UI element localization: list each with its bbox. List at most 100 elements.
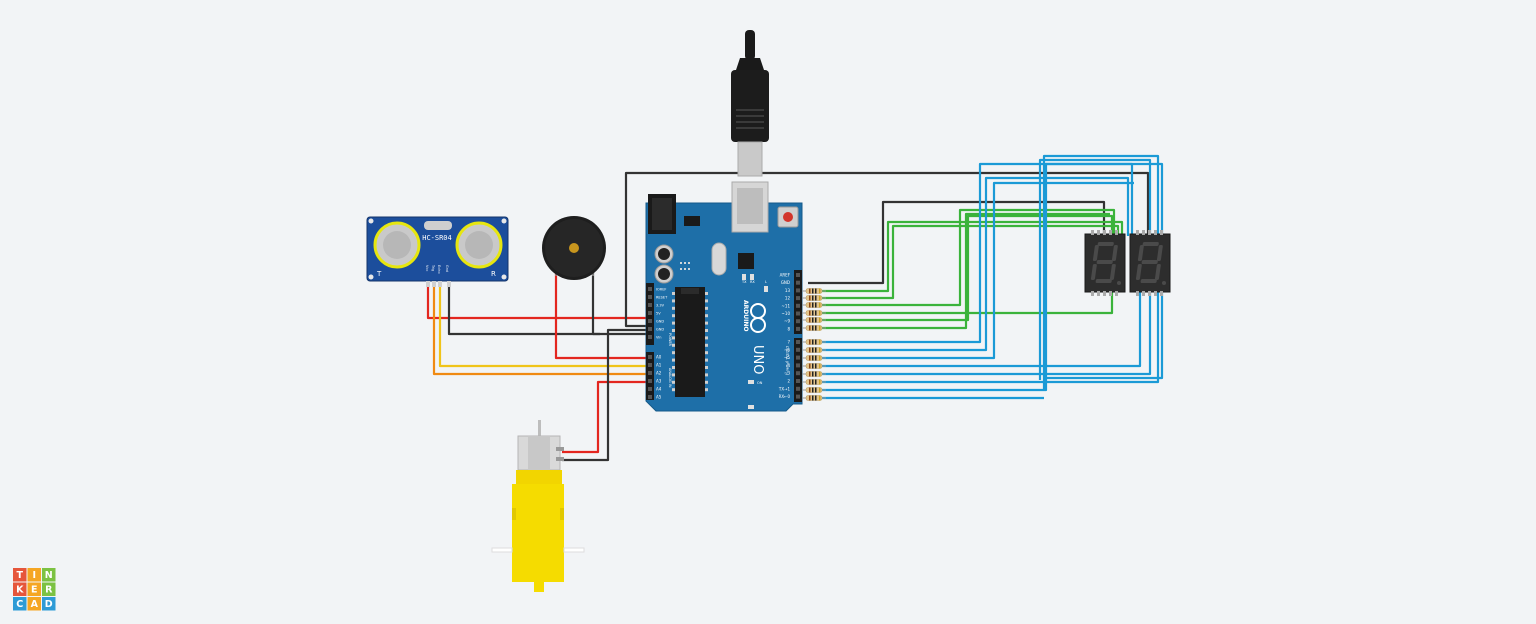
- wire-blue-5[interactable]: [822, 158, 1152, 380]
- power-header-title: POWER: [668, 333, 672, 347]
- logo-tile: [13, 582, 27, 596]
- logo-tile: [42, 568, 56, 582]
- logo-letter: N: [45, 570, 53, 581]
- power-pin-label: GND: [656, 328, 664, 332]
- power-pin-label: IOREF: [656, 288, 666, 292]
- sensor-pin-label: Trig: [431, 264, 435, 271]
- analog-pin-label: A2: [656, 371, 662, 376]
- wire-blue-1[interactable]: [822, 162, 1134, 344]
- wire-blue-2[interactable]: [822, 176, 1130, 352]
- analog-header-title: ANALOG IN: [668, 368, 672, 388]
- logo-letter: C: [16, 599, 23, 610]
- logo-letter: R: [45, 585, 53, 596]
- arduino-brand-label: ARDUINO: [742, 300, 749, 331]
- resistor[interactable]: [802, 339, 826, 345]
- resistor[interactable]: [802, 355, 826, 361]
- usb-cable[interactable]: [731, 30, 769, 177]
- logo-letter: A: [31, 599, 39, 610]
- wire-blue-7[interactable]: [822, 162, 1164, 392]
- logo-letter: E: [31, 585, 38, 596]
- sensor-model-label: HC-SR04: [422, 234, 452, 242]
- resistor[interactable]: [802, 387, 826, 393]
- wire-sensor-gnd[interactable]: [447, 282, 647, 336]
- wire-top-gnd[interactable]: [624, 171, 1150, 328]
- dc-gear-motor[interactable]: [491, 420, 585, 592]
- digital-pin-label: RX←0: [779, 394, 791, 399]
- digital-pin-label: 7: [787, 340, 790, 345]
- sensor-pin-label: Gnd: [445, 265, 449, 272]
- digital-pin-label: 4: [787, 363, 790, 368]
- resistor-array: [802, 288, 826, 401]
- analog-pin-label: A0: [656, 355, 662, 360]
- resistor[interactable]: [802, 363, 826, 369]
- analog-pin-label: A5: [656, 395, 662, 400]
- resistor[interactable]: [802, 295, 826, 301]
- resistor[interactable]: [802, 371, 826, 377]
- analog-header: [646, 352, 654, 400]
- logo-letter: T: [17, 570, 24, 581]
- digital-pin-label: ~5: [784, 355, 790, 360]
- logo-letter: I: [32, 570, 36, 581]
- wire-sensor-trig[interactable]: [432, 282, 647, 376]
- arduino-model-label: UNO: [750, 345, 765, 374]
- led-rx-label: RX: [750, 280, 755, 284]
- wire-green-1[interactable]: [822, 220, 1124, 293]
- wire-buzzer-pos[interactable]: [554, 272, 647, 360]
- wire-green-5[interactable]: [822, 212, 1110, 330]
- digital-pin-label: 13: [785, 288, 791, 293]
- analog-pin-label: A4: [656, 387, 662, 392]
- sensor-receiver: [455, 221, 503, 269]
- wire-green-3[interactable]: [822, 208, 1116, 307]
- digital-pin-label: GND: [781, 280, 790, 285]
- wires: [426, 154, 1164, 462]
- digital-pin-label: AREF: [780, 273, 791, 278]
- power-pin-label: 5V: [656, 312, 661, 316]
- resistor[interactable]: [802, 395, 826, 401]
- led-on-label: ON: [757, 381, 763, 385]
- logo-tile: [27, 597, 41, 611]
- digital-pin-label: 2: [787, 379, 790, 384]
- power-pin-label: 3.3V: [656, 304, 665, 308]
- wire-motor-pos[interactable]: [562, 380, 647, 454]
- resistor[interactable]: [802, 288, 826, 294]
- digital-header-title: DIGITAL (PWM~): [785, 346, 789, 376]
- digital-pin-label: ~10: [782, 311, 791, 316]
- wire-motor-neg[interactable]: [562, 328, 647, 462]
- digital-pin-label: ~6: [784, 347, 790, 352]
- digital-pin-label: TX→1: [778, 386, 791, 391]
- wire-blue-3[interactable]: [822, 181, 1134, 360]
- power-pin-label: Vin: [656, 336, 662, 340]
- digital-pin-label: 8: [787, 326, 790, 331]
- digital-pin-label: ~11: [782, 303, 791, 308]
- wire-sensor-vcc[interactable]: [426, 282, 647, 320]
- digital-pin-label: 12: [785, 296, 791, 301]
- arduino-uno-board[interactable]: TX RX L ON ARDUINO UNO POWER IOREFRESET3…: [645, 181, 803, 412]
- analog-pin-label: A1: [656, 363, 662, 368]
- sensor-right-mark: R: [491, 270, 496, 278]
- digital-pin-label: ~3: [784, 371, 790, 376]
- wire-green-2[interactable]: [822, 224, 1120, 300]
- resistor[interactable]: [802, 317, 826, 323]
- resistor[interactable]: [802, 379, 826, 385]
- seven-segment-display-1[interactable]: [1084, 230, 1126, 296]
- logo-tile: [13, 568, 27, 582]
- wire-buzzer-neg[interactable]: [591, 272, 600, 336]
- logo-tile: [42, 597, 56, 611]
- piezo-buzzer[interactable]: [542, 216, 606, 280]
- resistor[interactable]: [802, 302, 826, 308]
- resistor[interactable]: [802, 347, 826, 353]
- wire-sensor-echo[interactable]: [438, 282, 647, 368]
- logo-letter: K: [16, 585, 24, 596]
- digital-header-bottom: [794, 338, 802, 402]
- resistor[interactable]: [802, 325, 826, 331]
- crystal: [711, 242, 727, 276]
- ultrasonic-sensor[interactable]: HC-SR04 T R Vcc Trig Echo Gnd: [366, 216, 509, 287]
- sensor-transmitter: [373, 221, 421, 269]
- logo-tile: [27, 582, 41, 596]
- resistor[interactable]: [802, 310, 826, 316]
- analog-pin-label: A3: [656, 379, 662, 384]
- digital-header-top: [794, 270, 802, 334]
- seven-segment-display-2[interactable]: [1129, 230, 1171, 296]
